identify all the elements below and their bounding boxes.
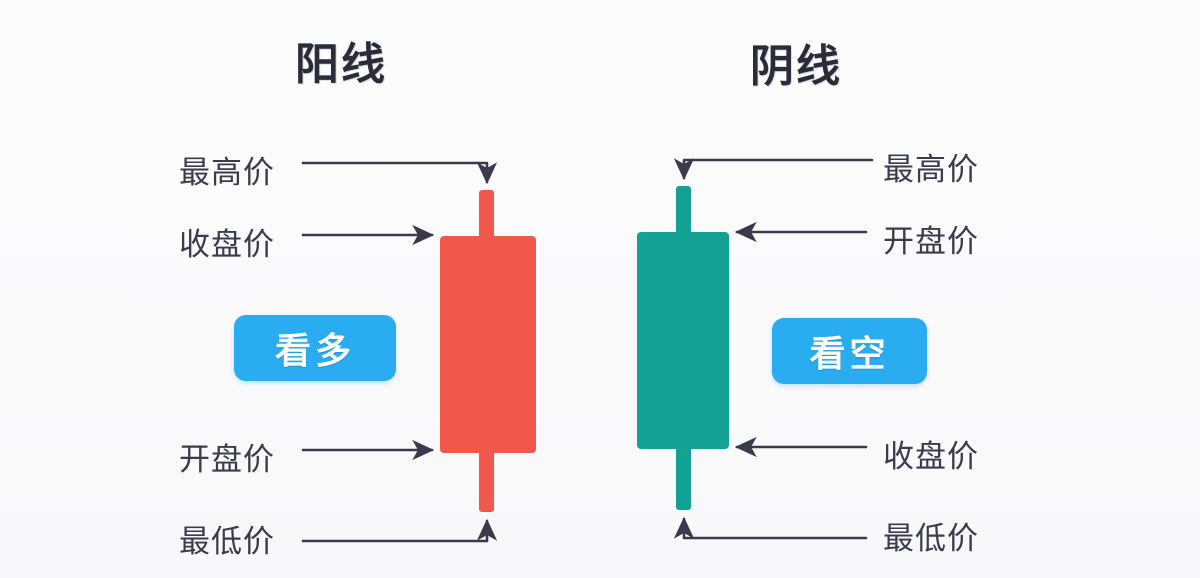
label-bullish-high: 最高价: [179, 155, 275, 190]
bearish-candle-lower-wick: [676, 444, 691, 510]
bullish-candle-upper-wick: [479, 190, 494, 240]
connector-bearish-low: [673, 516, 868, 540]
badge-bearish-text: 看空: [809, 333, 890, 374]
label-bullish-open: 开盘价: [179, 442, 275, 477]
bullish-candle-lower-wick: [479, 448, 494, 512]
label-bearish-open: 开盘价: [883, 224, 979, 259]
connector-bullish-high: [301, 161, 498, 185]
badge-bearish: 看空: [772, 318, 927, 384]
bearish-candle-upper-wick: [676, 186, 691, 240]
panel-title-bearish: 阴线: [750, 42, 842, 91]
bullish-candle-body: [440, 236, 536, 453]
connector-bullish-low: [301, 518, 498, 543]
label-bearish-high: 最高价: [883, 152, 979, 187]
label-bearish-close: 收盘价: [883, 439, 979, 474]
label-bearish-low: 最低价: [883, 521, 979, 556]
badge-bullish-text: 看多: [274, 330, 355, 371]
badge-bullish: 看多: [234, 315, 396, 381]
label-bullish-close: 收盘价: [179, 227, 275, 262]
bearish-candle-body: [637, 232, 729, 449]
label-bullish-low: 最低价: [179, 524, 275, 559]
panel-title-bullish: 阳线: [295, 40, 387, 89]
connector-bearish-high: [673, 158, 874, 181]
